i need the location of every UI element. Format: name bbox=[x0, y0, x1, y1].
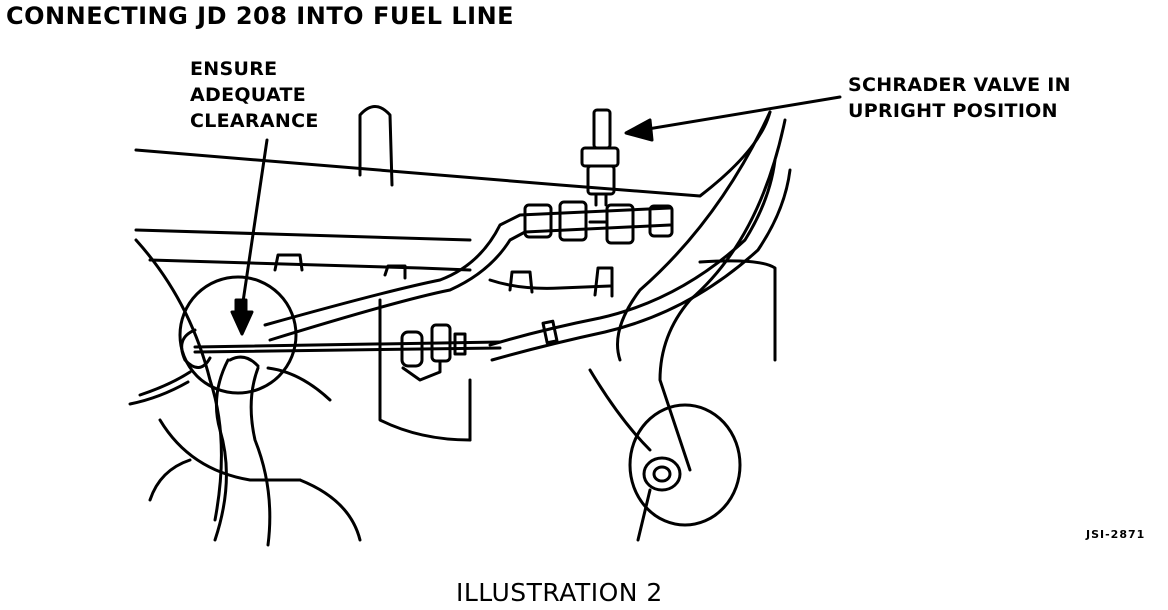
intake-knob bbox=[358, 105, 394, 187]
illustration-caption: ILLUSTRATION 2 bbox=[456, 578, 663, 607]
diagram-title: CONNECTING JD 208 INTO FUEL LINE bbox=[6, 2, 515, 30]
figure-code: JSI-2871 bbox=[1086, 528, 1146, 541]
schrader-callout-line-2: UPRIGHT POSITION bbox=[848, 100, 1058, 122]
jd-208-tool bbox=[193, 323, 502, 382]
clearance-callout-line-3: CLEARANCE bbox=[190, 110, 319, 132]
clearance-arrow bbox=[230, 138, 269, 336]
clearance-callout: ENSURE ADEQUATE CLEARANCE bbox=[190, 56, 319, 134]
fuel-rail bbox=[263, 200, 674, 342]
manifold-tabs bbox=[273, 253, 614, 298]
pulley bbox=[628, 403, 742, 542]
clearance-callout-line-1: ENSURE bbox=[190, 58, 278, 80]
schrader-arrow bbox=[624, 95, 842, 142]
fuel-line-hose bbox=[488, 158, 792, 362]
clearance-callout-line-2: ADEQUATE bbox=[190, 84, 307, 106]
clearance-zone bbox=[128, 275, 332, 547]
engine-body-outline bbox=[134, 110, 787, 542]
schrader-callout: SCHRADER VALVE IN UPRIGHT POSITION bbox=[848, 72, 1071, 124]
schrader-callout-line-1: SCHRADER VALVE IN bbox=[848, 74, 1071, 96]
schrader-valve bbox=[580, 108, 620, 207]
